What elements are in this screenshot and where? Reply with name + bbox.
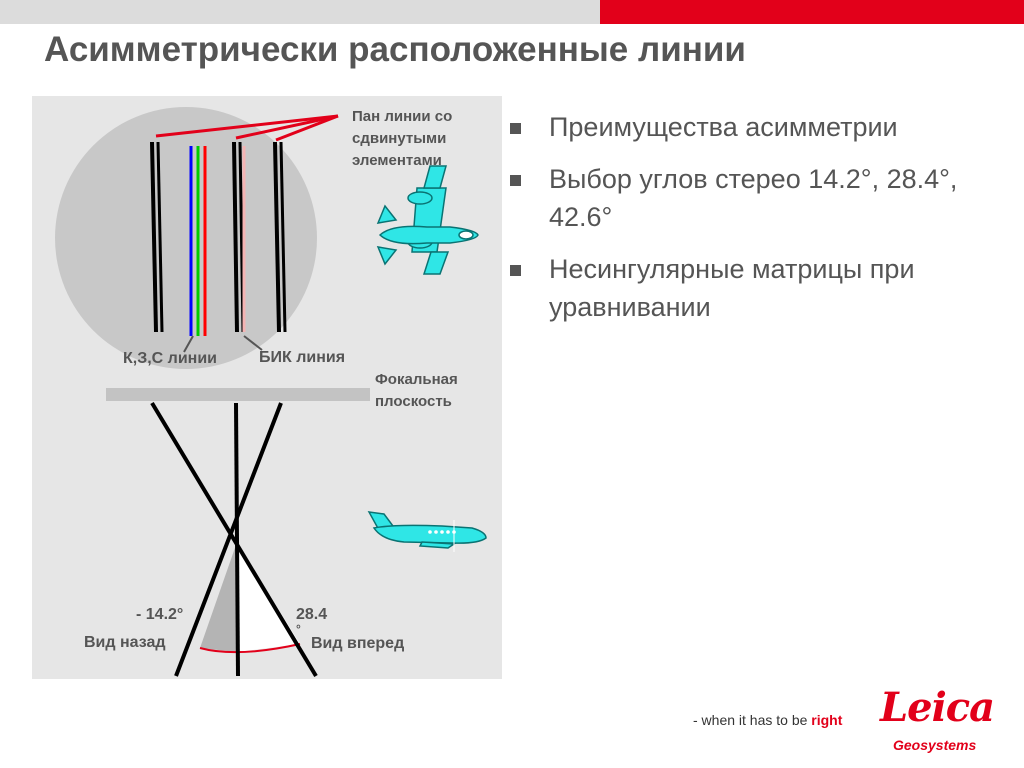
sensor-circle [55, 107, 317, 369]
bullet-item: Выбор углов стерео 14.2°, 28.4°, 42.6° [508, 160, 988, 236]
ray-forward [174, 402, 283, 677]
angle-arc [199, 643, 301, 654]
ray-backward [150, 401, 318, 678]
bullet-square-icon [510, 265, 521, 276]
label-forward-view: Вид вперед [311, 635, 405, 652]
leader-kzs [183, 335, 194, 353]
footer-tagline: - when it has to be right [693, 712, 843, 728]
label-back-angle: - 14.2° [136, 606, 184, 623]
pan-line-nadir-left [232, 141, 239, 333]
header-bar [0, 0, 600, 24]
label-nir-line: БИК линия [259, 349, 346, 366]
page-title: Асимметрически расположенные линии [44, 30, 746, 69]
label-kzs-lines: К,З,С линии [123, 350, 218, 367]
bullet-list: Преимущества асимметрии Выбор углов стер… [508, 108, 988, 340]
bullet-item: Несингулярные матрицы при уравнивании [508, 250, 988, 326]
back-view-wedge [200, 542, 237, 652]
pan-line-back-left [150, 141, 158, 333]
pan-line-forward-left [273, 141, 281, 333]
airplane-side-view-icon [367, 511, 487, 552]
label-focal-plane: Фокальная плоскость [375, 371, 458, 410]
diagram-canvas [55, 107, 487, 678]
bullet-square-icon [510, 175, 521, 186]
header-accent-bar [600, 0, 1024, 24]
bullet-item: Преимущества асимметрии [508, 108, 988, 146]
leica-logo: Leica [880, 684, 995, 731]
airplane-top-view-icon [376, 165, 479, 275]
diagram-panel: Пан линии со сдвинутыми элементами К,З,С… [32, 96, 502, 679]
label-forward-angle: 28.4 ° [296, 606, 328, 636]
label-back-view: Вид назад [84, 634, 166, 651]
callout-pan-3 [275, 114, 339, 142]
callout-pan-2 [235, 114, 339, 140]
pan-line-forward-right [279, 141, 287, 333]
focal-plane [106, 388, 370, 401]
geosystems-wordmark: Geosystems [893, 737, 977, 753]
pan-line-back-right [156, 141, 164, 333]
callout-pan-1 [155, 114, 339, 138]
ray-nadir [234, 402, 240, 677]
bullet-square-icon [510, 123, 521, 134]
label-pan-lines: Пан линии со сдвинутыми элементами [352, 108, 453, 169]
leader-bik [243, 335, 263, 351]
